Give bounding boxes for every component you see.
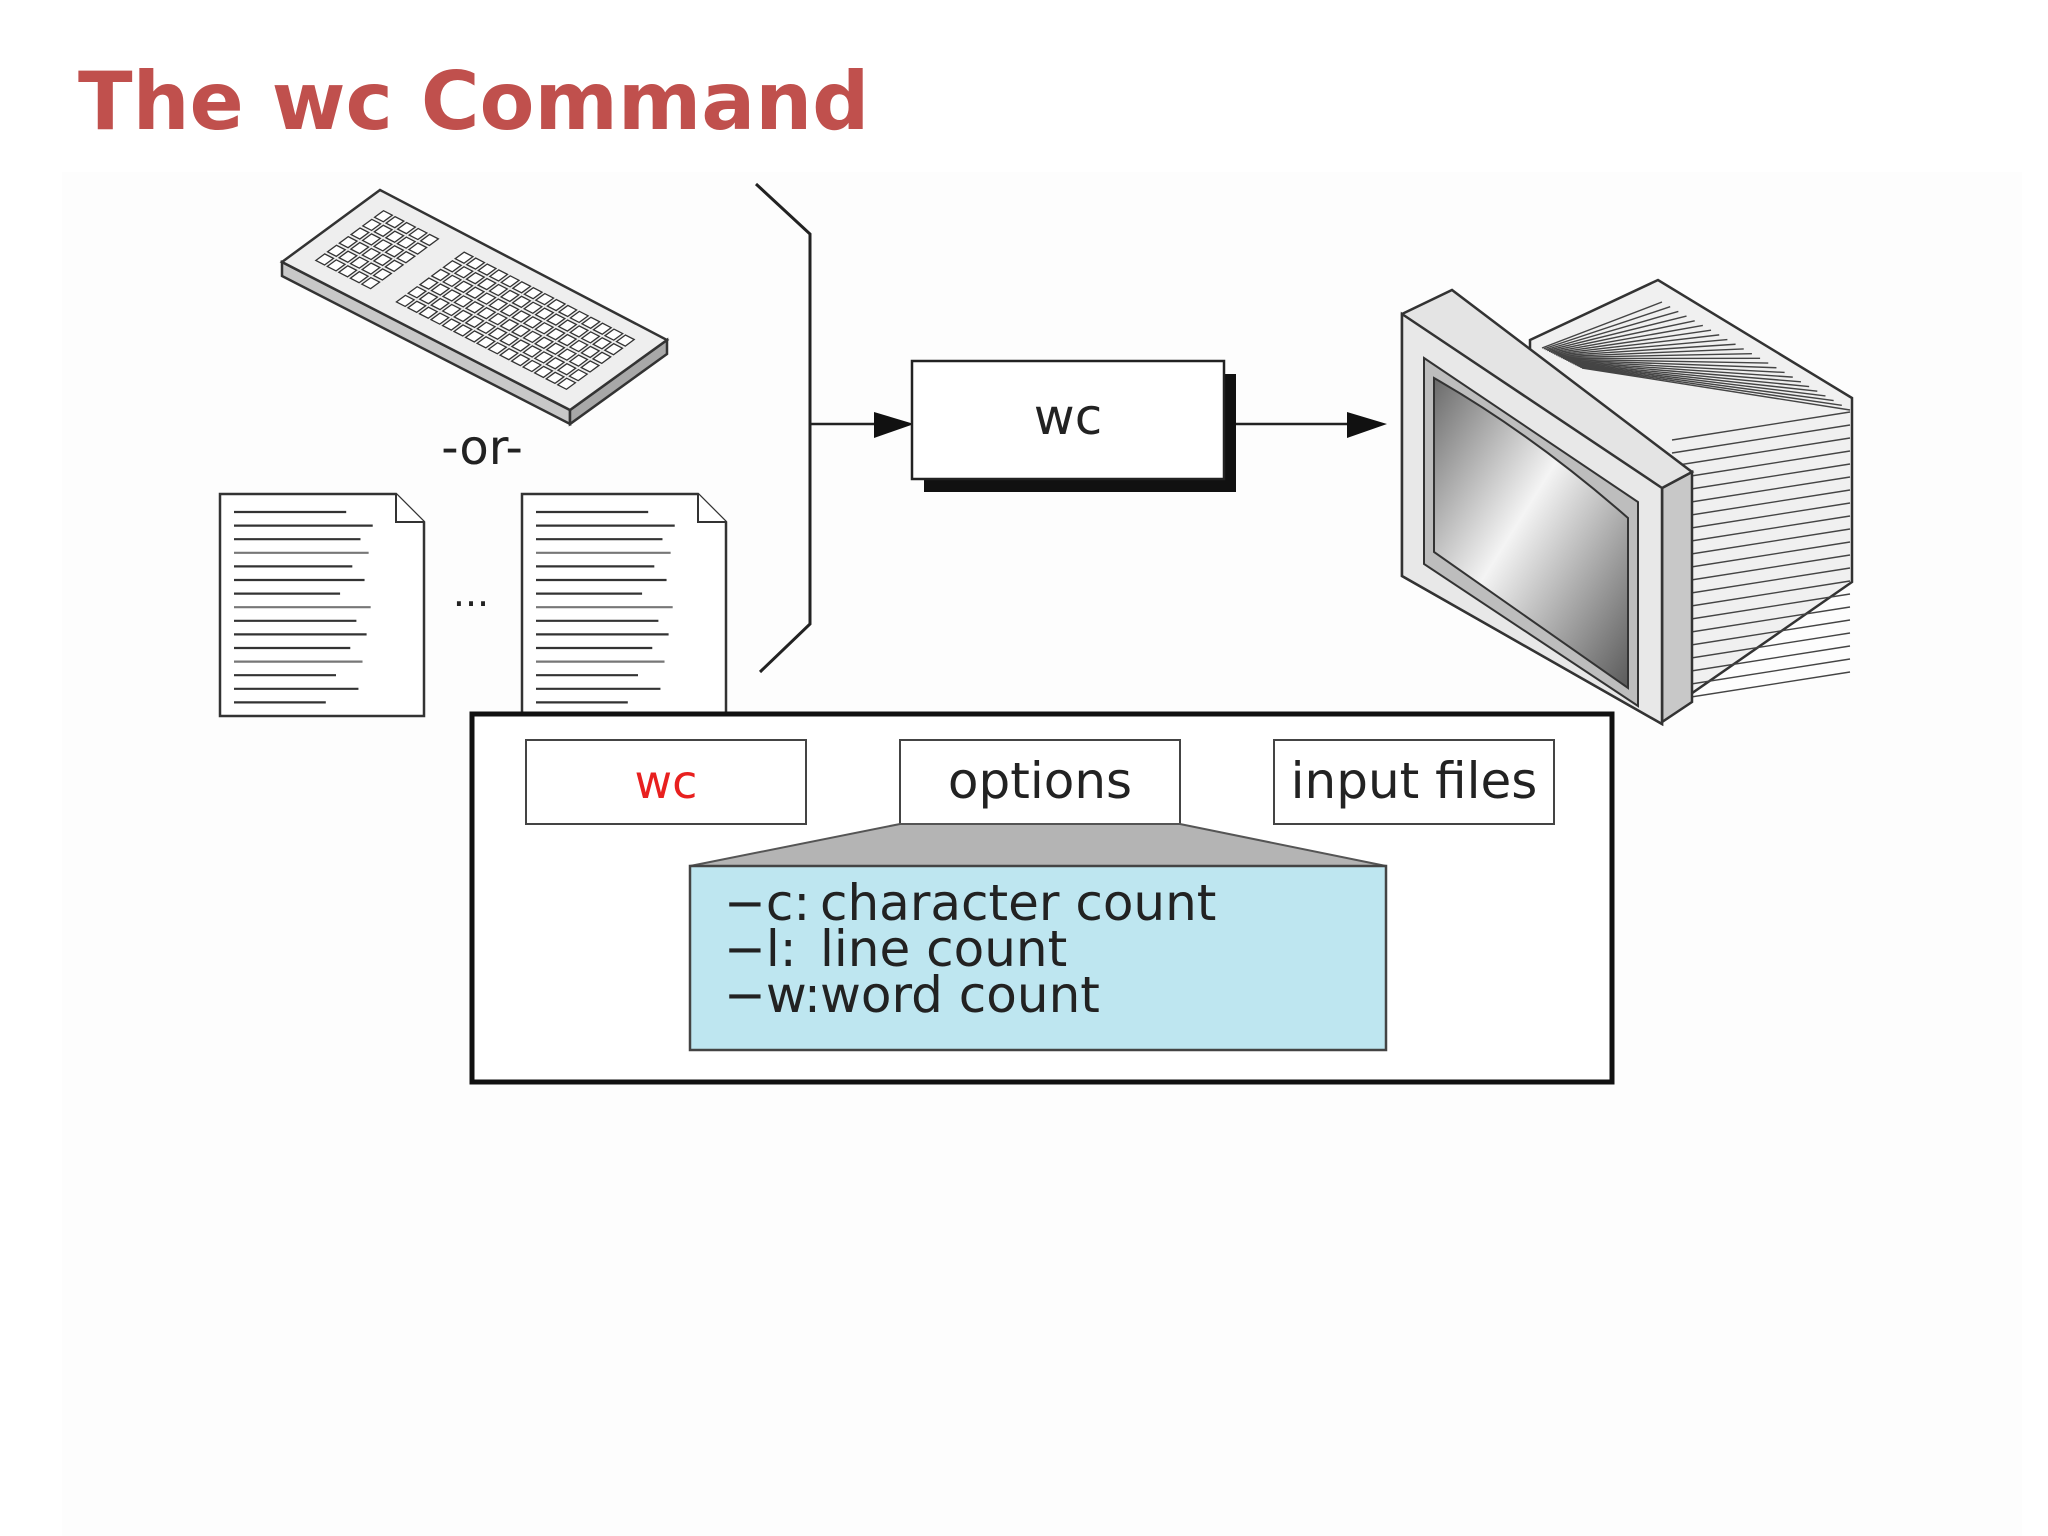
option-description: character count bbox=[820, 874, 1216, 932]
or-separator: -or- bbox=[441, 420, 523, 476]
options-detail-panel bbox=[688, 864, 1388, 1052]
wc-process-label: wc bbox=[1034, 388, 1102, 446]
command-box bbox=[525, 739, 807, 825]
page-title: The wc Command bbox=[78, 55, 870, 148]
document-icon bbox=[520, 492, 728, 718]
output-arrow bbox=[1236, 412, 1387, 438]
option-flag: −w: bbox=[724, 966, 821, 1024]
options-label: options bbox=[948, 752, 1132, 810]
input-bracket bbox=[754, 182, 812, 674]
option-flag: −l: bbox=[724, 920, 797, 978]
wc-flow-diagram: -or- ... wc bbox=[218, 182, 1854, 1085]
input-arrow bbox=[810, 412, 914, 438]
wc-process-box: wc bbox=[910, 359, 1236, 492]
options-box bbox=[899, 739, 1181, 825]
monitor-icon bbox=[1400, 278, 1854, 727]
keyboard-icon bbox=[279, 188, 670, 427]
input-files-box bbox=[1273, 739, 1555, 825]
command-label: wc bbox=[635, 755, 698, 809]
document-ellipsis: ... bbox=[453, 571, 489, 615]
option-description: word count bbox=[820, 966, 1100, 1024]
diagram-figure: -or- ... wc bbox=[62, 172, 2022, 1536]
option-item: −l: line count bbox=[724, 920, 1067, 978]
document-icon bbox=[218, 492, 426, 718]
option-item: −c: character count bbox=[724, 874, 1216, 932]
option-flag: −c: bbox=[724, 874, 810, 932]
input-files-label: input files bbox=[1291, 752, 1538, 810]
command-syntax-panel: wc options input files −c: character cou… bbox=[469, 711, 1615, 1085]
option-item: −w: word count bbox=[724, 966, 1100, 1024]
option-description: line count bbox=[820, 920, 1067, 978]
